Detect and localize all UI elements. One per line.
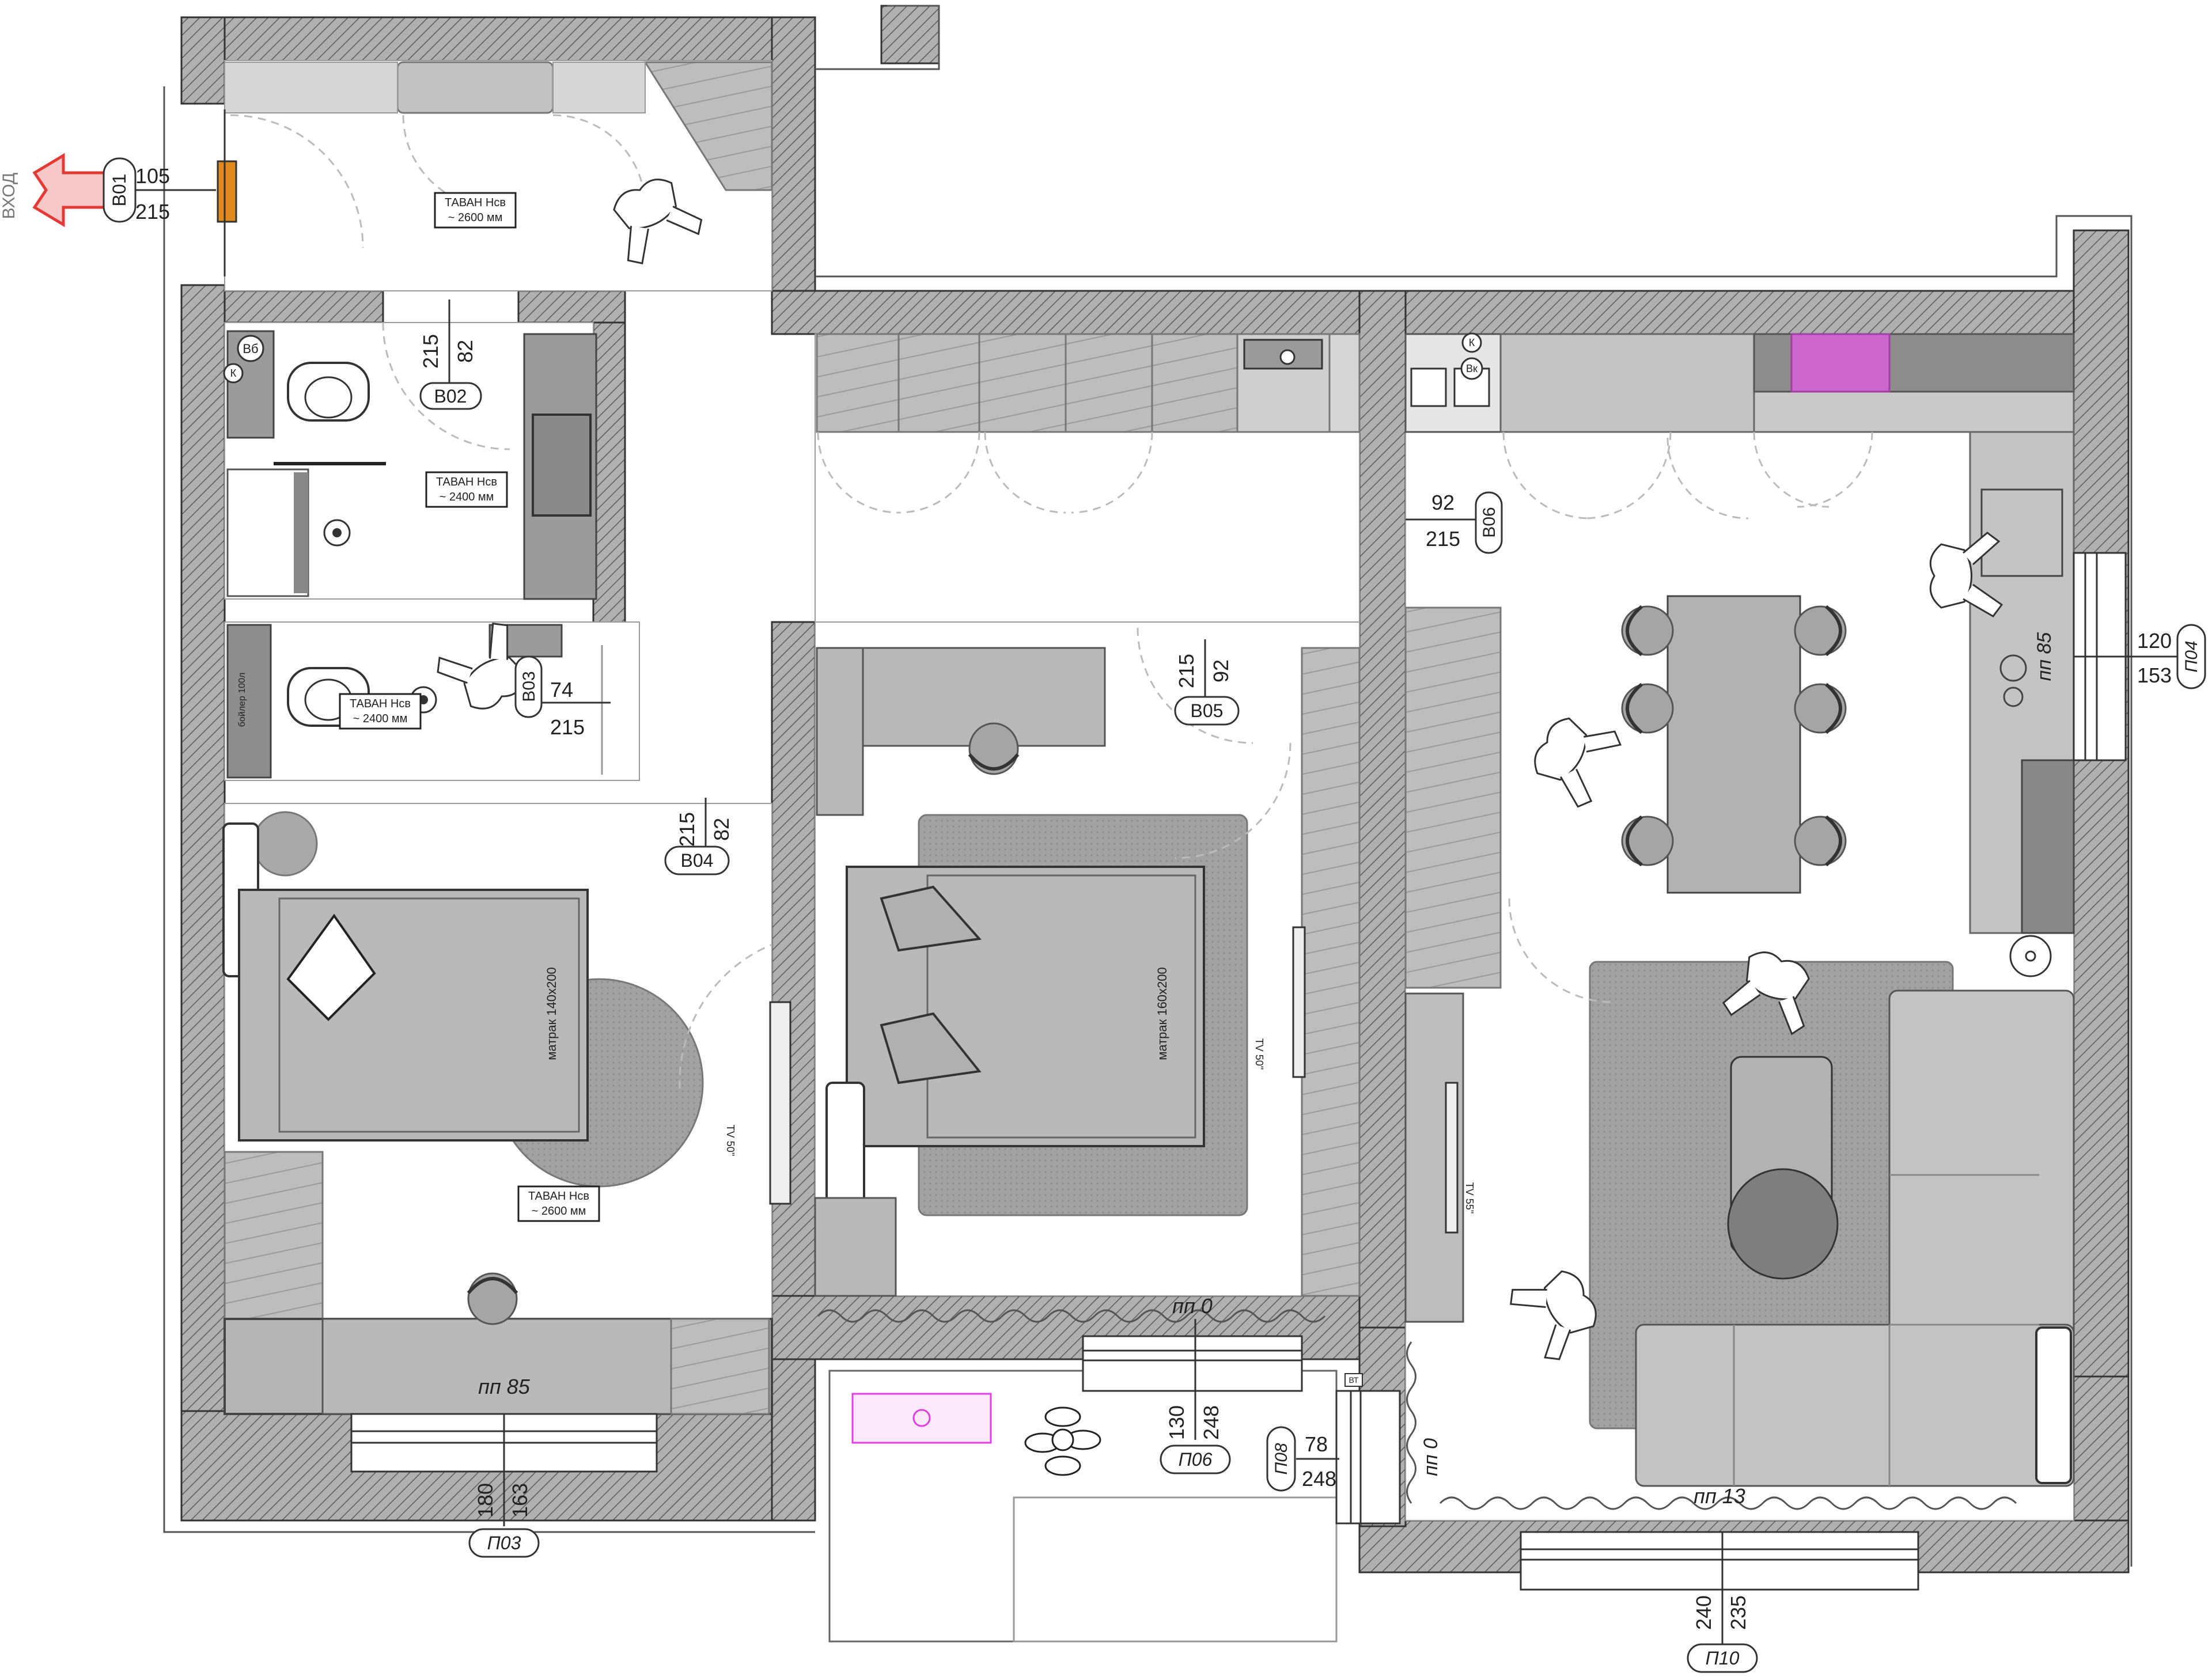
door-tag-B05: 215 92 B05 (1174, 639, 1240, 726)
svg-text:B03: B03 (520, 671, 539, 702)
svg-text:B02: B02 (434, 386, 467, 407)
svg-text:82: 82 (453, 340, 477, 363)
terrace-table (851, 1393, 992, 1444)
bathroom-1 (224, 322, 597, 600)
svg-text:К: К (1469, 337, 1475, 348)
svg-text:П04: П04 (2182, 640, 2201, 672)
plant-icon (1024, 1406, 1101, 1476)
svg-text:240: 240 (1692, 1595, 1715, 1630)
svg-text:92: 92 (1431, 491, 1455, 514)
balcony (828, 1370, 1338, 1643)
entry-door-leaf[interactable] (217, 160, 237, 223)
svg-text:215: 215 (550, 715, 585, 739)
svg-text:ТАВАН Нсв: ТАВАН Нсв (445, 196, 506, 209)
windows-graphics (350, 552, 2127, 1591)
svg-text:215: 215 (419, 334, 442, 369)
svg-text:П03: П03 (487, 1533, 521, 1553)
window-tag-P06: пп 0 130 248 П06 (1160, 1294, 1231, 1474)
svg-text:215: 215 (675, 812, 699, 847)
window-tag-P10: пп 13 240 235 П10 (1687, 1484, 1758, 1673)
window-tag-P03: пп 85 180 163 П03 (468, 1375, 540, 1558)
svg-text:~ 2400 мм: ~ 2400 мм (353, 712, 408, 725)
ceiling-label-bedroom1: ТАВАН Нсв ~ 2600 мм (517, 1185, 600, 1222)
door-tag-B04: 215 82 B04 (664, 798, 733, 875)
svg-text:К: К (230, 367, 237, 379)
door-tag-B03: B03 74 215 (514, 655, 611, 739)
window-tag-P08: П08 78 248 пп 0 (1266, 1426, 1442, 1492)
svg-text:B05: B05 (1191, 700, 1224, 721)
ceiling-label-bath2: ТАВАН Нсв ~ 2400 мм (339, 693, 422, 730)
svg-text:235: 235 (1726, 1595, 1750, 1630)
ceiling-label-bath1: ТАВАН Нсв ~ 2400 мм (425, 471, 508, 508)
svg-text:B01: B01 (109, 174, 130, 207)
svg-text:~ 2400 мм: ~ 2400 мм (440, 491, 494, 503)
svg-text:180: 180 (474, 1483, 497, 1518)
bed-label-1: матрак 140x200 (544, 967, 559, 1060)
svg-text:Вк: Вк (1466, 363, 1478, 374)
svg-text:ТАВАН Нсв: ТАВАН Нсв (436, 476, 497, 488)
building-outline (163, 5, 2133, 1567)
svg-text:215: 215 (1175, 654, 1198, 688)
svg-text:120: 120 (2137, 629, 2172, 653)
entry-label: ВХОД (0, 173, 18, 219)
svg-text:215: 215 (135, 200, 170, 223)
svg-text:бойлер 100л: бойлер 100л (237, 673, 247, 727)
entry-hall (224, 60, 773, 291)
svg-text:пп 85: пп 85 (2033, 632, 2055, 681)
svg-text:ТАВАН Нсв: ТАВАН Нсв (350, 697, 411, 710)
kitchen-living (1404, 333, 2075, 1521)
svg-text:215: 215 (1426, 527, 1460, 551)
tv-label-3: TV 55" (1464, 1182, 1475, 1214)
corridor (815, 333, 1361, 623)
svg-text:П10: П10 (1706, 1648, 1740, 1669)
bathroom-2 (224, 617, 640, 781)
svg-text:74: 74 (550, 678, 573, 702)
svg-text:пп 0: пп 0 (1172, 1294, 1213, 1318)
tv-label-2: TV 50" (1253, 1038, 1265, 1070)
svg-text:ТАВАН Нсв: ТАВАН Нсв (528, 1190, 589, 1203)
svg-text:130: 130 (1165, 1405, 1188, 1440)
bedroom-1 (222, 803, 791, 1415)
svg-text:П08: П08 (1272, 1443, 1291, 1474)
svg-text:~ 2600 мм: ~ 2600 мм (532, 1205, 586, 1218)
svg-text:П06: П06 (1179, 1449, 1213, 1470)
ceiling-label-hall: ТАВАН Нсв ~ 2600 мм (434, 192, 517, 229)
entry-arrow-icon (32, 153, 111, 227)
svg-text:B06: B06 (1480, 507, 1499, 537)
bed-label-2: матрак 160x200 (1155, 967, 1169, 1060)
door-tag-B06: 92 215 B06 (1406, 491, 1503, 554)
door-tag-B01: B01 105 215 (103, 157, 216, 223)
svg-text:пп 85: пп 85 (478, 1375, 531, 1398)
svg-text:пп 0: пп 0 (1420, 1438, 1442, 1476)
appliance-tags: Вб К К Вк ВТ бойлер 100л (223, 332, 1483, 1387)
svg-text:~ 2600 мм: ~ 2600 мм (448, 211, 503, 224)
svg-text:248: 248 (1199, 1405, 1223, 1440)
svg-text:248: 248 (1302, 1467, 1336, 1491)
window-tag-P04: пп 85 120 153 П04 (2033, 624, 2206, 689)
hob (1790, 333, 1891, 393)
svg-text:153: 153 (2137, 663, 2172, 687)
svg-text:ВТ: ВТ (1349, 1375, 1359, 1385)
svg-text:пп 13: пп 13 (1694, 1484, 1745, 1508)
svg-text:Вб: Вб (243, 342, 258, 356)
svg-text:82: 82 (710, 818, 733, 841)
svg-text:105: 105 (135, 164, 170, 188)
tv-label-1: TV 50" (725, 1125, 736, 1156)
svg-text:78: 78 (1305, 1432, 1328, 1456)
svg-text:B04: B04 (681, 850, 714, 871)
svg-text:163: 163 (508, 1483, 532, 1518)
svg-text:92: 92 (1209, 659, 1233, 682)
door-tag-B02: 215 82 B02 (419, 299, 482, 410)
bedroom-2 (814, 621, 1361, 1323)
